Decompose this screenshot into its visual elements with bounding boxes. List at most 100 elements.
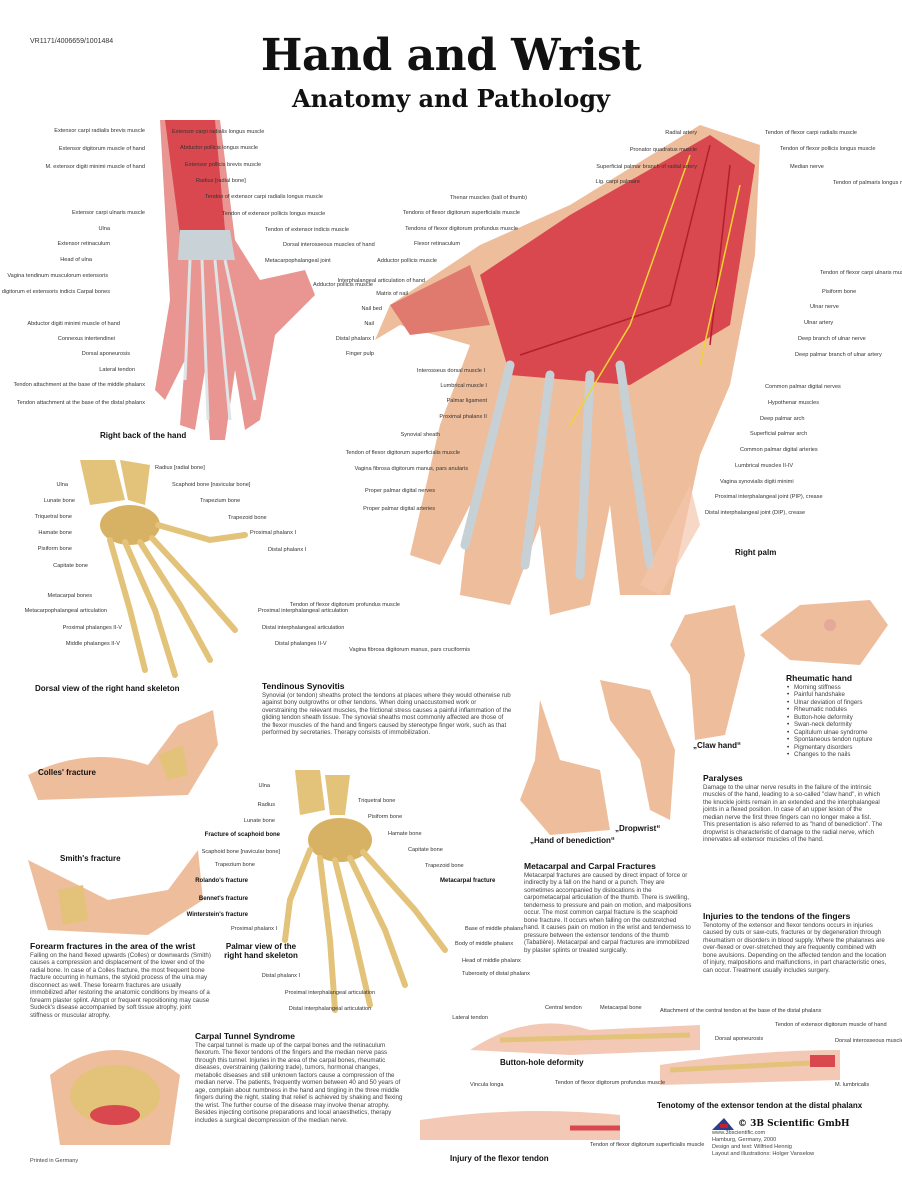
anatomy-label: Vagina synovialis digiti minimi: [720, 479, 794, 485]
anatomy-label: Abductor digiti minimi muscle of hand: [27, 321, 120, 327]
anatomy-label: Distal phalanges II-V: [275, 641, 327, 647]
list-item: Pigmentary disorders: [787, 744, 901, 752]
anatomy-label: Vincula longa: [470, 1082, 504, 1088]
publisher-name: © 3B Scientific GmbH: [738, 1118, 850, 1129]
section-rheumatic-hand: Rheumatic hand Morning stiffness Painful…: [786, 673, 901, 759]
anatomy-label: Lunate bone: [43, 498, 75, 504]
anatomy-label: Capitate bone: [53, 563, 88, 569]
anatomy-label: Finger pulp: [346, 351, 374, 357]
back-of-hand-illustration: [155, 120, 315, 440]
anatomy-label: Radius [radial bone]: [196, 178, 246, 184]
anatomy-label: Tendon of extensor indicis muscle: [265, 227, 349, 233]
anatomy-label: Extensor carpi radialis brevis muscle: [54, 128, 145, 134]
anatomy-label: Thenar muscles (ball of thumb): [449, 195, 527, 201]
anatomy-label: Middle phalanges II-V: [65, 641, 120, 647]
hand-of-benediction-illustration: [520, 700, 610, 835]
anatomy-label: Rolando's fracture: [195, 878, 248, 884]
anatomy-label: Distal interphalangeal articulation: [288, 1006, 372, 1012]
anatomy-label: Vagina tendinum musculorum extensoris: [7, 273, 108, 279]
anatomy-label: Tendon of extensor carpi radialis longus…: [205, 194, 323, 200]
anatomy-label: Tendon attachment at the base of the mid…: [13, 382, 145, 388]
anatomy-label: Extensor digitorum muscle of hand: [58, 146, 145, 152]
section-tendon-injuries: Injuries to the tendons of the fingers T…: [703, 912, 888, 974]
section-text: Damage to the ulnar nerve results in the…: [703, 783, 883, 844]
design-credit: Design and text: Wilfried Hennig: [712, 1144, 792, 1150]
caption-dropwrist: „Dropwrist“: [615, 824, 661, 833]
section-text: Synovial (or tendon) sheaths protect the…: [262, 691, 512, 737]
caption-claw-hand: „Claw hand“: [693, 741, 742, 750]
anatomy-label: Attachment of the central tendon at the …: [660, 1008, 822, 1014]
section-title: Forearm fractures in the area of the wri…: [30, 941, 196, 951]
anatomy-label: Ulnar nerve: [810, 304, 839, 310]
anatomy-label: Dorsal interosseous muscles of hand: [283, 242, 375, 248]
anatomy-label: Interphalangeal articulation of hand: [337, 278, 425, 284]
anatomy-label: Interosseus dorsal muscle I: [416, 368, 485, 374]
anatomy-label: Triquetral bone: [34, 514, 72, 520]
anatomy-label: Lig. carpi palmare: [595, 179, 640, 185]
anatomy-label: Extensor carpi ulnaris muscle: [71, 210, 145, 216]
anatomy-label: Nail bed: [361, 306, 382, 312]
section-title: Tendinous Synovitis: [262, 681, 345, 691]
product-code: VR1171/4006659/1001484: [30, 38, 114, 45]
anatomy-label: Distal interphalangeal joint (DIP), crea…: [705, 510, 806, 516]
buttonhole-deformity-illustration: [470, 1023, 700, 1055]
anatomy-label: Fracture of scaphoid bone: [204, 832, 280, 838]
anatomy-label: Adductor pollicis muscle: [376, 258, 437, 264]
anatomy-label: Connexus intertendinei: [57, 336, 115, 342]
palmar-skeleton-illustration: [282, 770, 448, 1013]
dropwrist-illustration: [600, 680, 675, 820]
anatomy-label: Common palmar digital arteries: [740, 447, 818, 453]
anatomy-label: Metacarpophalangeal joint: [265, 258, 331, 264]
anatomy-label: Tendon of flexor digitorum superficialis…: [590, 1142, 705, 1148]
palm-illustration: [375, 125, 760, 615]
anatomy-label: Dorsal aponeurosis: [81, 351, 130, 357]
section-title: Carpal Tunnel Syndrome: [195, 1031, 295, 1041]
section-title: Rheumatic hand: [786, 673, 853, 683]
page-title: Hand and Wrist: [260, 30, 642, 81]
anatomy-label: Lumbrical muscle I: [440, 383, 487, 389]
anatomy-label: Adductor pollicis muscle: [313, 282, 374, 288]
anatomy-label: Tendon of palmaris longus muscle: [833, 180, 902, 186]
section-metacarpal-fractures: Metacarpal and Carpal Fractures Metacarp…: [524, 862, 692, 954]
anatomy-label: Scaphoid bone [navicular bone]: [201, 849, 280, 855]
anatomy-label: Proximal interphalangeal articulation: [258, 608, 349, 614]
anatomy-label: Vagina fibrosa digitorum manus, pars cru…: [349, 647, 470, 653]
caption-back-of-hand: Right back of the hand: [100, 431, 187, 440]
anatomy-label: Nail: [364, 321, 374, 327]
anatomy-label: Dorsal interosseous muscles of hand: [835, 1038, 902, 1044]
rheumatic-hand-illustration: [760, 600, 888, 665]
section-synovitis: Tendinous Synovitis Synovial (or tendon)…: [262, 681, 512, 737]
anatomy-label: Tendon of flexor digitorum profundus mus…: [289, 602, 400, 608]
symptom-list: Morning stiffness Painful handshake Ulna…: [786, 684, 901, 759]
anatomy-label: Radius [radial bone]: [155, 465, 205, 471]
anatomy-label: Lunate bone: [243, 818, 275, 824]
anatomy-label: Abductor pollicis longus muscle: [180, 145, 259, 151]
section-title: Paralyses: [703, 773, 743, 783]
anatomy-label: Proximal interphalangeal joint (PIP), cr…: [715, 494, 823, 500]
anatomy-label: Lumbrical muscles II-IV: [735, 463, 794, 469]
list-item: Capitulum ulnae syndrome: [787, 729, 901, 737]
list-item: Morning stiffness: [787, 684, 901, 692]
anatomy-label: Trapezium bone: [214, 862, 255, 868]
list-item: Ulnar deviation of fingers: [787, 699, 901, 707]
flexor-tendon-injury-illustration: [420, 1111, 620, 1140]
anatomy-label: Metacarpal bones: [47, 593, 92, 599]
anatomy-label: Radius: [257, 802, 275, 808]
list-item: Rheumatic nodules: [787, 706, 901, 714]
list-item: Spontaneous tendon rupture: [787, 736, 901, 744]
anatomy-label: Hypothenar muscles: [768, 400, 819, 406]
list-item: Button-hole deformity: [787, 714, 901, 722]
section-text: The carpal tunnel is made up of the carp…: [195, 1041, 403, 1124]
anatomy-label: Metacarpophalangeal articulation: [24, 608, 107, 614]
anatomy-label: Capitate bone: [408, 847, 443, 853]
publisher-url: www.3bscientific.com: [712, 1130, 766, 1136]
anatomy-label: digitorum et extensoris indicis Carpal b…: [1, 289, 110, 295]
anatomy-label: Tendon of flexor digitorum profundus mus…: [555, 1080, 666, 1086]
anatomy-label: Proximal interphalangeal articulation: [284, 990, 376, 996]
anatomy-label: Hamate bone: [388, 831, 422, 837]
anatomy-label: Vagina fibrosa digitorum manus, pars anu…: [354, 466, 468, 472]
anatomy-label: M. extensor digiti minimi muscle of hand: [45, 164, 145, 170]
anatomy-label: Head of ulna: [60, 257, 92, 263]
printed-in: Printed in Germany: [30, 1158, 79, 1164]
anatomy-label: Pisiform bone: [37, 546, 72, 552]
